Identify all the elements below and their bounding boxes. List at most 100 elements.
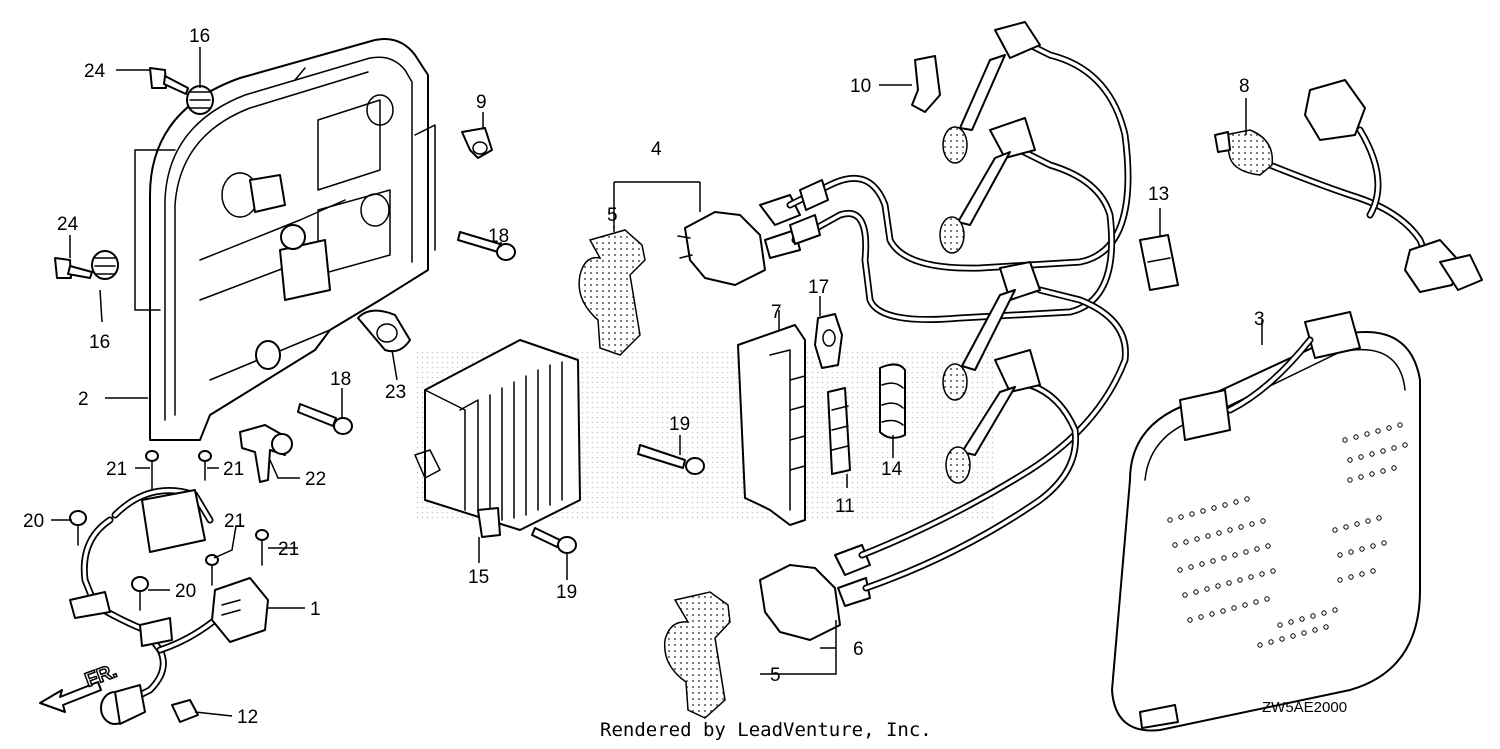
vent-hole <box>1386 425 1392 431</box>
vent-hole <box>1342 437 1348 443</box>
vent-hole <box>1220 608 1226 614</box>
callout-21-b: 21 <box>223 459 244 480</box>
vent-hole <box>1380 448 1386 454</box>
vent-hole <box>1332 607 1338 613</box>
vent-hole <box>1299 616 1305 622</box>
part-12-clip <box>1139 234 1179 291</box>
callout-7: 7 <box>771 302 782 323</box>
vent-hole <box>1323 624 1329 630</box>
render-credit: Rendered by LeadVenture, Inc. <box>600 719 932 741</box>
vent-hole <box>1233 499 1239 505</box>
vent-hole <box>1265 543 1271 549</box>
callout-10: 10 <box>850 76 871 97</box>
callout-21-d: 21 <box>278 539 299 560</box>
vent-hole <box>1242 602 1248 608</box>
part-16-grommet-top <box>186 85 214 115</box>
vent-hole <box>1381 540 1387 546</box>
vent-hole <box>1182 592 1188 598</box>
callout-3: 3 <box>1254 309 1265 330</box>
vent-hole <box>1249 521 1255 527</box>
vent-hole <box>1376 515 1382 521</box>
vent-hole <box>1358 454 1364 460</box>
vent-hole <box>1221 555 1227 561</box>
vent-hole <box>1211 505 1217 511</box>
vent-hole <box>1359 546 1365 552</box>
vent-hole <box>1391 445 1397 451</box>
part-2-frame <box>134 38 436 441</box>
vent-hole <box>1222 502 1228 508</box>
vent-hole <box>1375 428 1381 434</box>
vent-hole <box>1243 549 1249 555</box>
part-24-bolt-top <box>149 67 189 95</box>
vent-hole <box>1364 431 1370 437</box>
vent-hole <box>1270 568 1276 574</box>
plug-lower-left <box>100 684 146 725</box>
vent-hole <box>1402 442 1408 448</box>
callout-19-upper: 19 <box>669 414 690 435</box>
part-18-bolt-upper <box>457 231 516 261</box>
vent-hole <box>1370 543 1376 549</box>
vent-hole <box>1187 617 1193 623</box>
vent-hole <box>1167 517 1173 523</box>
callout-21-a: 21 <box>106 459 127 480</box>
part-6-ignition-coil <box>759 544 871 641</box>
vent-hole <box>1343 524 1349 530</box>
vent-hole <box>1227 527 1233 533</box>
part-7-cover <box>737 324 806 526</box>
vent-hole <box>1188 564 1194 570</box>
vent-hole <box>1253 599 1259 605</box>
callout-14: 15 <box>468 567 489 588</box>
vent-hole <box>1259 571 1265 577</box>
callout-19-lower: 19 <box>556 582 577 603</box>
part-10-clip <box>911 55 941 113</box>
vent-hole <box>1172 542 1178 548</box>
callout-17: 17 <box>808 277 829 298</box>
vent-hole <box>1397 422 1403 428</box>
callout-16-left: 16 <box>89 332 110 353</box>
vent-hole <box>1232 552 1238 558</box>
callout-21-c: 21 <box>224 511 245 532</box>
plug-leads-upper <box>786 21 1132 323</box>
callout-22: 22 <box>305 469 326 490</box>
vent-hole <box>1312 627 1318 633</box>
vent-hole <box>1231 605 1237 611</box>
vent-hole <box>1353 434 1359 440</box>
callout-23: 23 <box>385 382 406 403</box>
vent-hole <box>1199 561 1205 567</box>
callout-18-lower: 18 <box>330 369 351 390</box>
part-16-grommet-left <box>91 250 119 280</box>
plug-leads-lower <box>858 261 1129 592</box>
vent-hole <box>1264 596 1270 602</box>
callout-24-top: 24 <box>84 61 106 82</box>
vent-hole <box>1177 567 1183 573</box>
vent-hole <box>1183 539 1189 545</box>
callout-12: 13 <box>1148 184 1169 205</box>
vent-hole <box>1244 496 1250 502</box>
vent-hole <box>1193 589 1199 595</box>
vent-hole <box>1347 477 1353 483</box>
vent-hole <box>1347 457 1353 463</box>
part-20-bolts <box>69 510 149 611</box>
callout-20-b: 20 <box>175 581 196 602</box>
callout-20-a: 20 <box>23 511 44 532</box>
vent-hole <box>1215 583 1221 589</box>
callout-18-upper: 18 <box>488 226 509 247</box>
vent-hole <box>1290 633 1296 639</box>
vent-hole <box>1321 610 1327 616</box>
vent-hole <box>1301 630 1307 636</box>
callout-numbers: 24 16 24 16 2 9 10 18 18 23 4 5 13 8 7 1… <box>23 26 1265 728</box>
part-19-bolts <box>531 444 705 554</box>
part-5-holder-lower <box>663 591 731 719</box>
part-13-clip <box>879 363 906 439</box>
vent-hole <box>1279 636 1285 642</box>
diagram-code: ZW5AE2000 <box>1262 699 1347 716</box>
vent-hole <box>1204 586 1210 592</box>
vent-hole <box>1380 468 1386 474</box>
part-4-ignition-coil <box>677 194 801 286</box>
vent-hole <box>1359 571 1365 577</box>
vent-hole <box>1358 474 1364 480</box>
vent-hole <box>1200 508 1206 514</box>
vent-hole <box>1216 530 1222 536</box>
part-11-clip <box>827 387 851 475</box>
